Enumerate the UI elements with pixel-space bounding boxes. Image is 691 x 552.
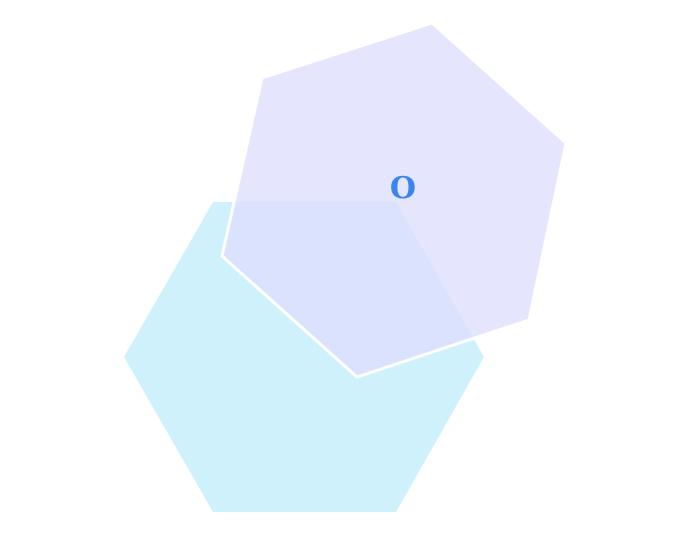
center-point-label: O xyxy=(390,171,416,206)
upper-hexagon xyxy=(220,21,568,379)
